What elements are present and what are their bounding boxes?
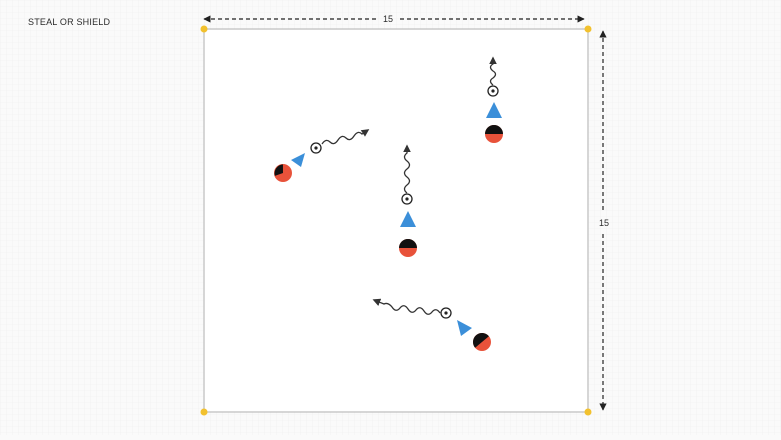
dribble-path-1 — [321, 129, 370, 145]
corner-cone-bottom-right — [584, 408, 592, 416]
corner-cone-top-right — [584, 25, 592, 33]
ball-2 — [401, 193, 413, 205]
dribble-path-4 — [372, 298, 441, 315]
dribble-path-2 — [403, 144, 411, 194]
ball-1 — [310, 142, 322, 154]
playing-field — [203, 28, 589, 413]
height-dimension-label: 15 — [599, 218, 610, 228]
attacker-3 — [486, 102, 502, 118]
defender-4 — [473, 333, 491, 351]
attacker-2 — [400, 211, 416, 227]
defender-3 — [485, 125, 503, 143]
defender-2 — [399, 239, 417, 257]
player-group-1 — [274, 129, 370, 182]
ball-3 — [487, 85, 499, 97]
corner-cone-top-left — [200, 25, 208, 33]
player-group-2 — [399, 144, 417, 257]
player-group-4 — [372, 298, 491, 351]
width-dimension-label: 15 — [383, 14, 394, 24]
corner-cone-bottom-left — [200, 408, 208, 416]
attacker-4 — [457, 320, 472, 336]
attacker-1 — [291, 153, 305, 167]
page-title: STEAL OR SHIELD — [28, 17, 111, 27]
dribble-path-3 — [489, 56, 497, 86]
player-group-3 — [485, 56, 503, 143]
ball-4 — [440, 307, 452, 319]
defender-1 — [274, 164, 292, 182]
